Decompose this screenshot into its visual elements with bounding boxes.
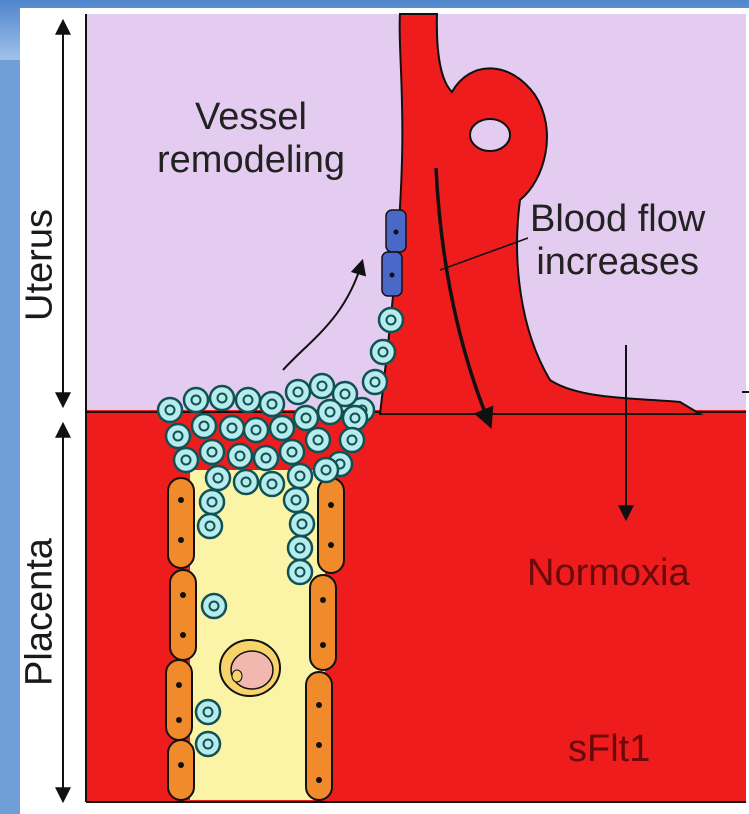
- trophoblast-cell: [290, 512, 314, 536]
- trophoblast-cell: [174, 448, 198, 472]
- trophoblast-cell: [202, 594, 226, 618]
- trophoblast-cell: [363, 370, 387, 394]
- trophoblast-cell: [288, 560, 312, 584]
- trophoblast-cell: [280, 440, 304, 464]
- trophoblast-cell: [244, 418, 268, 442]
- trophoblast-cell: [206, 466, 230, 490]
- trophoblast-cell: [284, 488, 308, 512]
- trophoblast-cell: [220, 416, 244, 440]
- trophoblast-cell: [314, 458, 338, 482]
- trophoblast-cell: [200, 440, 224, 464]
- trophoblast-cell: [228, 444, 252, 468]
- trophoblast-cell: [343, 406, 367, 430]
- normoxia-label: Normoxia: [527, 552, 690, 595]
- trophoblast-cell: [379, 308, 403, 332]
- trophoblast-cell: [166, 424, 190, 448]
- sflt1-label: sFlt1: [568, 728, 650, 771]
- trophoblast-cell: [200, 490, 224, 514]
- trophoblast-cell: [236, 388, 260, 412]
- trophoblast-cell: [158, 398, 182, 422]
- blood-flow-label: Blood flow increases: [530, 198, 705, 283]
- trophoblast-cell: [270, 416, 294, 440]
- trophoblast-cell: [306, 428, 330, 452]
- trophoblast-cell: [286, 380, 310, 404]
- endothelial-cells-left: [166, 478, 196, 800]
- trophoblast-cell: [260, 392, 284, 416]
- trophoblast-cell: [254, 446, 278, 470]
- trophoblast-cell: [184, 388, 208, 412]
- artery-coil-hole: [470, 119, 510, 151]
- trophoblast-cell: [288, 464, 312, 488]
- trophoblast-cell: [340, 428, 364, 452]
- vessel-remodeling-line-1: Vessel: [157, 96, 345, 139]
- trophoblast-cell: [260, 472, 284, 496]
- trophoblast-cell: [210, 386, 234, 410]
- blood-flow-line-2: increases: [530, 241, 705, 284]
- trophoblast-cell: [371, 340, 395, 364]
- vessel-remodeling-label: Vessel remodeling: [157, 96, 345, 181]
- trophoblast-cell: [318, 400, 342, 424]
- trophoblast-cell: [192, 414, 216, 438]
- placenta-label: Placenta: [19, 538, 62, 686]
- trophoblast-cell: [310, 374, 334, 398]
- blood-flow-line-1: Blood flow: [530, 198, 705, 241]
- trophoblast-cell: [234, 470, 258, 494]
- trophoblast-cell: [196, 732, 220, 756]
- uterus-label: Uterus: [19, 209, 62, 321]
- vessel-remodeling-line-2: remodeling: [157, 139, 345, 182]
- trophoblast-cell: [294, 406, 318, 430]
- trophoblast-cell: [288, 536, 312, 560]
- trophoblast-cell: [196, 700, 220, 724]
- red-blood-cell: [220, 640, 280, 696]
- trophoblast-cell: [198, 514, 222, 538]
